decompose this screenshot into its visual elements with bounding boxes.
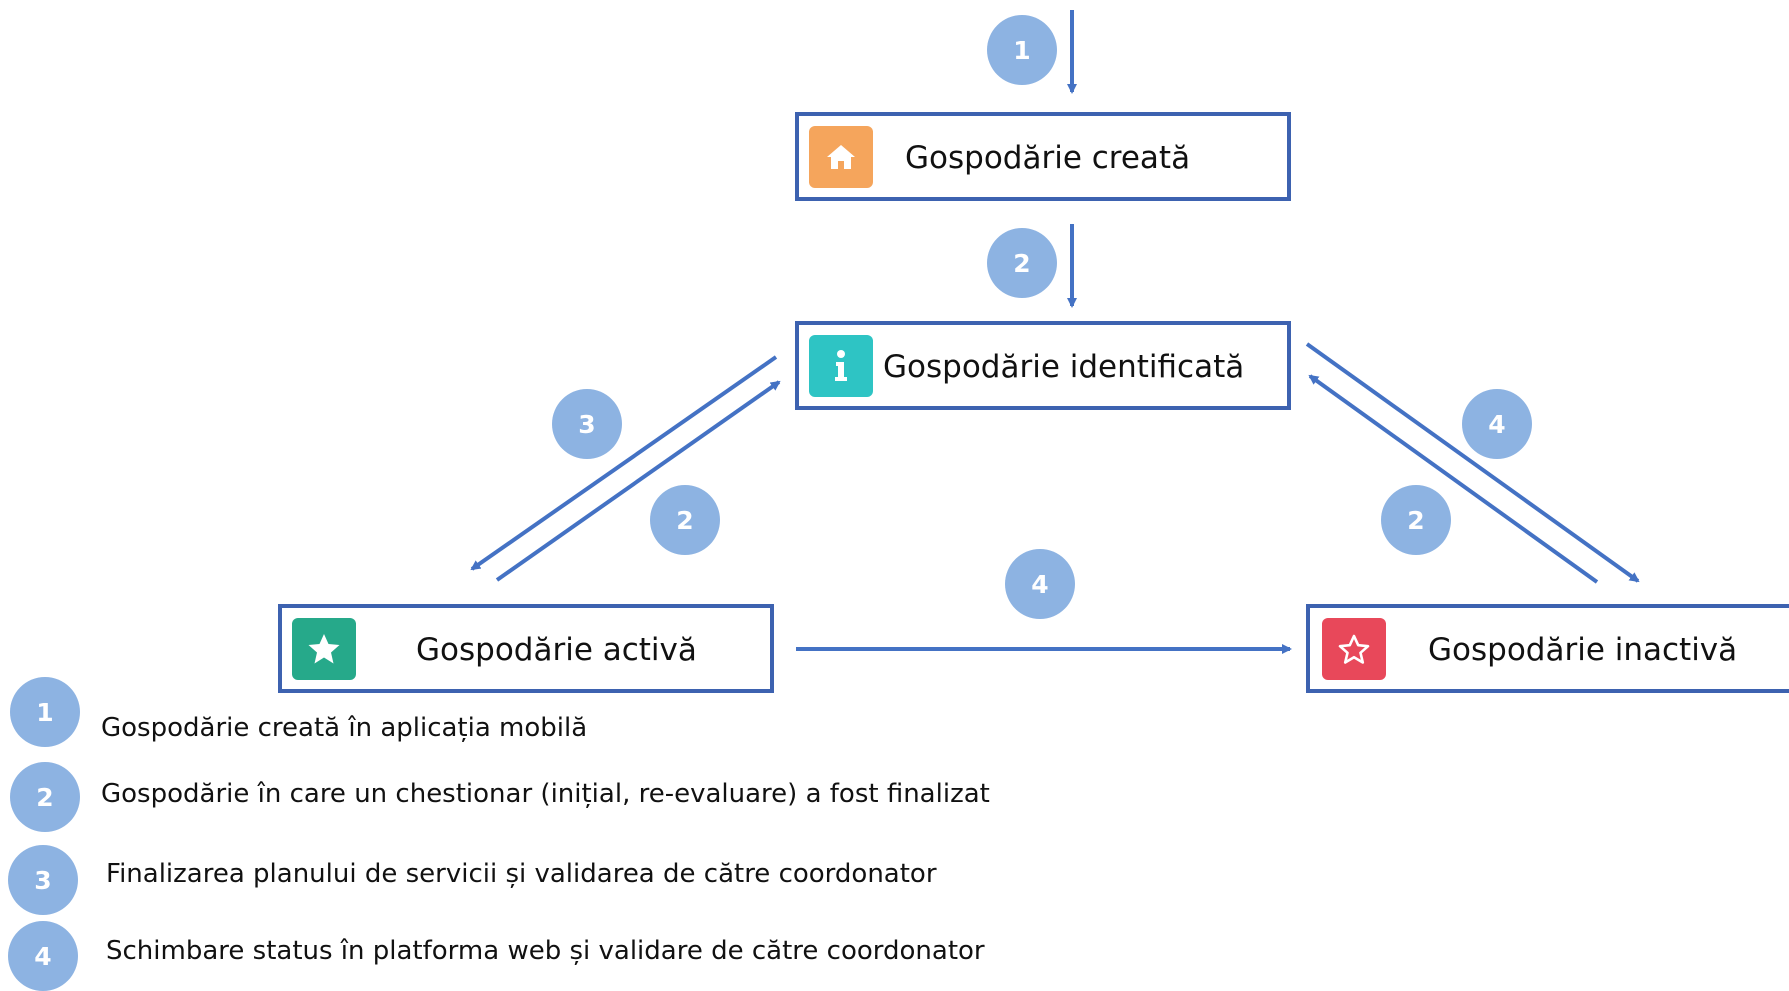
info-icon — [809, 335, 873, 397]
badge-entry: 1 — [987, 15, 1057, 85]
legend-text-3: Finalizarea planului de servicii și vali… — [106, 859, 937, 889]
home-icon — [809, 126, 873, 188]
state-label-active: Gospodărie activă — [416, 632, 697, 668]
star-filled-icon — [292, 618, 356, 680]
state-label-inactive: Gospodărie inactivă — [1428, 632, 1738, 668]
legend-badge-2: 2 — [10, 762, 80, 832]
state-identified: Gospodărie identificată — [795, 321, 1291, 410]
arrow-inactive-to-identified — [1308, 374, 1599, 584]
state-active: Gospodărie activă — [278, 604, 774, 693]
legend-text-2: Gospodărie în care un chestionar (iniția… — [101, 779, 990, 809]
legend-text-4: Schimbare status în platforma web și val… — [106, 936, 985, 966]
badge-inactive-to-identified: 2 — [1381, 485, 1451, 555]
badge-identified-to-inactive: 4 — [1462, 389, 1532, 459]
state-inactive: Gospodărie inactivă — [1306, 604, 1789, 693]
star-outline-icon — [1322, 618, 1386, 680]
state-label-identified: Gospodărie identificată — [883, 349, 1245, 385]
legend-badge-1: 1 — [10, 677, 80, 747]
state-label-created: Gospodărie creată — [905, 140, 1191, 176]
badge-created-to-identified: 2 — [987, 228, 1057, 298]
badge-active-to-identified: 2 — [650, 485, 720, 555]
state-created: Gospodărie creată — [795, 112, 1291, 201]
legend-badge-3: 3 — [8, 845, 78, 915]
legend-badge-4: 4 — [8, 921, 78, 991]
legend-text-1: Gospodărie creată în aplicația mobilă — [101, 713, 588, 743]
badge-identified-to-active: 3 — [552, 389, 622, 459]
arrow-identified-to-inactive — [1305, 342, 1640, 583]
badge-active-to-inactive: 4 — [1005, 549, 1075, 619]
arrow-active-to-identified — [495, 380, 781, 582]
arrow-identified-to-active — [470, 355, 778, 571]
